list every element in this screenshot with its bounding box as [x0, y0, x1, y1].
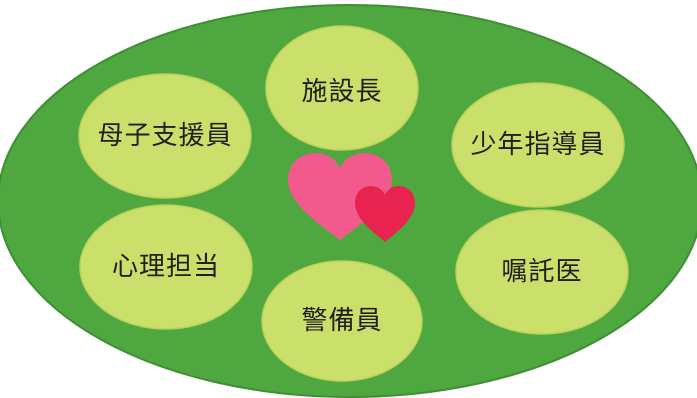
node-mother-child-support-label: 母子支援員 [97, 121, 232, 151]
node-youth-guidance-shape [451, 82, 625, 208]
small-heart-icon [355, 186, 415, 242]
node-director-label: 施設長 [301, 77, 382, 107]
node-security: 警備員 [261, 260, 423, 382]
node-mother-child-support-shape [78, 73, 252, 199]
node-youth-guidance-label: 少年指導員 [470, 130, 605, 160]
hearts [288, 153, 415, 242]
node-psychology-shape [79, 204, 253, 330]
node-mother-child-support: 母子支援員 [78, 73, 252, 199]
node-psychology-label: 心理担当 [112, 252, 220, 282]
node-security-label: 警備員 [301, 306, 382, 336]
node-contract-doctor-label: 嘱託医 [501, 257, 582, 287]
node-psychology: 心理担当 [79, 204, 253, 330]
node-security-shape [261, 260, 423, 382]
node-director: 施設長 [265, 25, 419, 151]
node-director-shape [265, 25, 419, 151]
node-contract-doctor-shape [455, 209, 629, 335]
node-youth-guidance: 少年指導員 [451, 82, 625, 208]
node-contract-doctor: 嘱託医 [455, 209, 629, 335]
